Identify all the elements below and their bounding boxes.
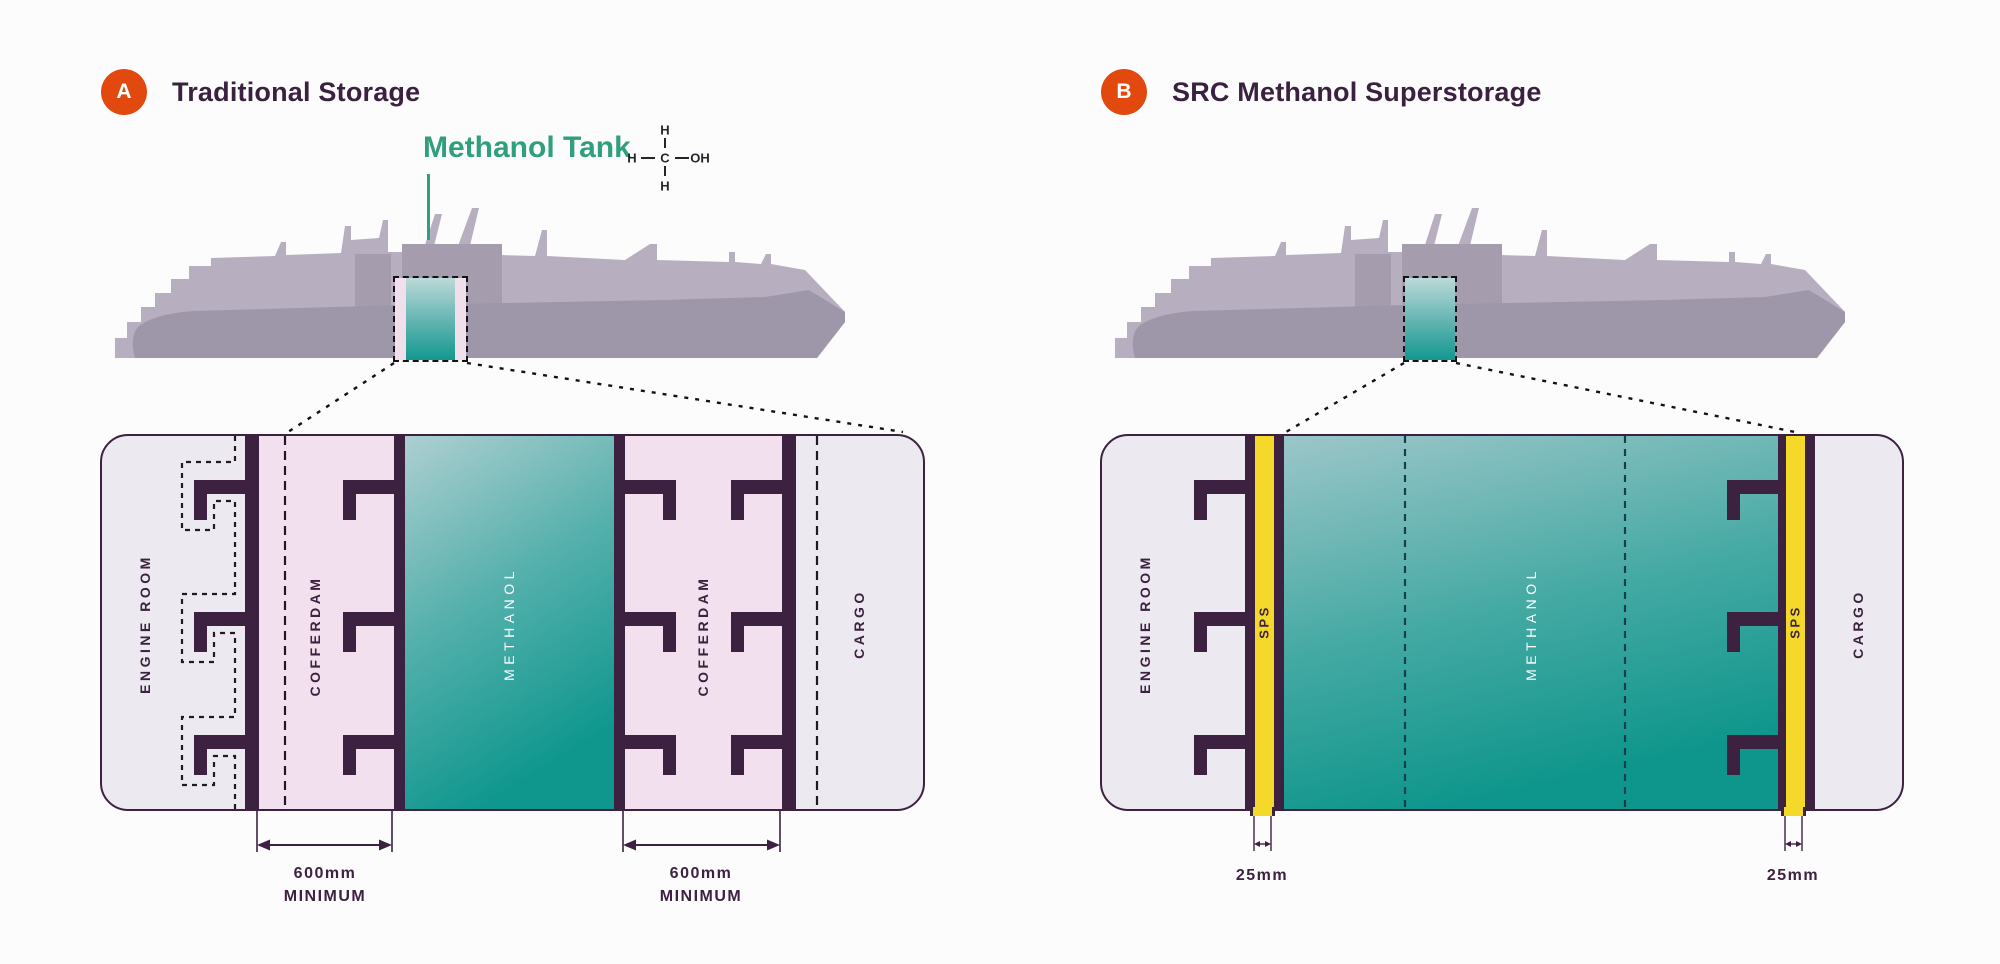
dimension-a-right <box>622 809 781 852</box>
cross-section-b: ENGINE ROOM SPS METHANOL SPS CARGO <box>1100 434 1904 811</box>
molecule-bond <box>664 138 666 148</box>
panel-a-badge-letter: A <box>116 80 132 103</box>
sps-wall <box>1245 436 1255 809</box>
sps-wall <box>1778 436 1786 809</box>
bulkhead-wall <box>245 436 259 809</box>
cross-section-a-drawing <box>180 436 819 809</box>
methanol-tank-label: Methanol Tank <box>423 131 631 164</box>
methanol-area-b <box>1284 436 1778 809</box>
molecule-h-top: H <box>660 122 670 138</box>
dimension-label-a-right: 600mm MINIMUM <box>660 862 742 908</box>
engine-room-stiffeners-b <box>1194 480 1245 775</box>
dimension-qualifier: MINIMUM <box>659 888 743 905</box>
panel-b-title: SRC Methanol Superstorage <box>1172 77 1542 107</box>
methanol-tank-stiffeners-b <box>1727 480 1778 775</box>
methanol-molecule-diagram: H H C OH H <box>620 118 716 194</box>
sps-wall <box>1805 436 1815 809</box>
panel-b-badge: B <box>1101 69 1147 115</box>
molecule-c: C <box>660 150 670 166</box>
panel-a-title: Traditional Storage <box>172 77 421 107</box>
molecule-bond <box>664 166 666 176</box>
ship-a-tank-cutout <box>393 276 468 362</box>
tank-wall <box>614 436 625 809</box>
dimension-value: 600mm <box>293 865 357 882</box>
dimension-value: 25mm <box>1766 867 1820 884</box>
ship-a-cofferdam-strip <box>455 278 466 360</box>
cross-section-b-drawing <box>1194 436 1815 809</box>
methanol-area <box>405 436 614 809</box>
sps-wall <box>1274 436 1284 809</box>
dimension-label-b-left: 25mm <box>1236 864 1288 887</box>
tank-wall <box>394 436 405 809</box>
panel-a-badge: A <box>101 69 147 115</box>
bulkhead-wall <box>782 436 796 809</box>
dimension-b-left <box>1253 816 1272 851</box>
dimension-qualifier: MINIMUM <box>283 888 367 905</box>
dimension-value: 600mm <box>669 865 733 882</box>
zoom-fan-lines <box>287 361 1796 434</box>
molecule-bond <box>641 157 655 159</box>
sps-yellow-core-left <box>1255 436 1274 809</box>
cofferdam-right-stiffeners <box>625 480 782 775</box>
dimension-label-a-left: 600mm MINIMUM <box>284 862 366 908</box>
sps-tab <box>1250 807 1275 816</box>
dimension-value: 25mm <box>1235 867 1289 884</box>
dimension-label-b-right: 25mm <box>1767 864 1819 887</box>
ship-b-tank-cutout <box>1403 276 1457 362</box>
ship-a-cofferdam-strip <box>395 278 406 360</box>
engine-room-stiffeners <box>194 480 245 775</box>
dimension-a-left <box>256 809 393 852</box>
molecule-h-left: H <box>627 150 637 166</box>
cofferdam-left-stiffeners <box>343 480 394 775</box>
tank-label-leader-line <box>427 174 430 240</box>
cross-section-a: ENGINE ROOM COFFERDAM METHANOL COFFERDAM… <box>100 434 925 811</box>
molecule-h-bottom: H <box>660 178 670 194</box>
molecule-oh: OH <box>690 150 710 166</box>
dimension-b-right <box>1784 816 1803 851</box>
molecule-bond <box>675 157 689 159</box>
ship-a-methanol-strip <box>406 278 455 360</box>
panel-b-badge-letter: B <box>1116 80 1132 103</box>
sps-tab <box>1781 807 1806 816</box>
sps-yellow-core-right <box>1786 436 1805 809</box>
ship-b-methanol-strip <box>1405 278 1455 360</box>
engine-room-dashed-outline <box>180 436 237 809</box>
